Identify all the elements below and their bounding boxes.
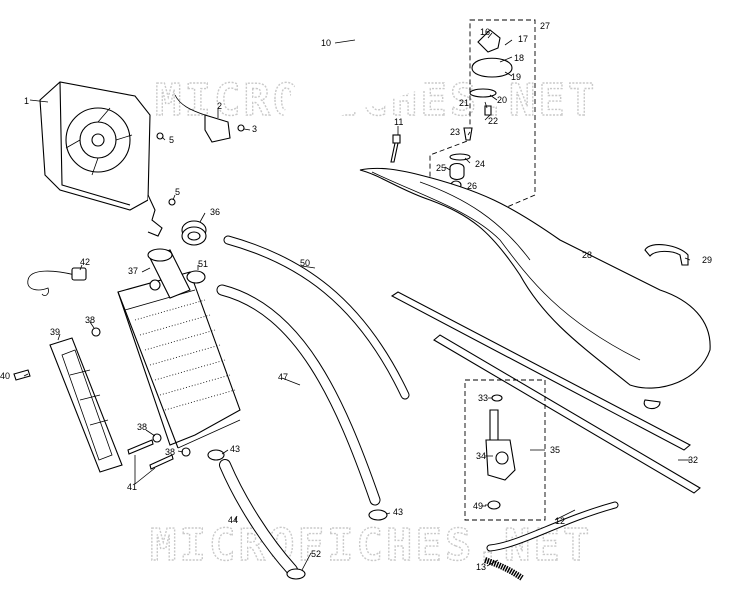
radiator-37 (117, 248, 241, 449)
callout-19: 19 (511, 72, 521, 82)
callout-10: 10 (321, 38, 331, 48)
leader-lines (23, 32, 691, 571)
strip-lower (433, 334, 701, 494)
tank-shell-inner (371, 171, 641, 361)
callout-23: 23 (450, 127, 460, 137)
callout-47: 47 (278, 372, 288, 382)
screw-icon (156, 132, 164, 140)
hose-47 (216, 284, 381, 506)
callout-17: 17 (518, 34, 528, 44)
callout-35: 35 (550, 445, 560, 455)
bolt-11 (390, 134, 401, 163)
bolt-41a (127, 439, 154, 455)
callout-36: 36 (210, 207, 220, 217)
callout-24: 24 (475, 159, 485, 169)
fuel-tap (485, 394, 516, 510)
callout-20: 20 (497, 95, 507, 105)
nut-icon (181, 447, 191, 457)
callout-1: 1 (24, 96, 29, 106)
callout-25: 25 (436, 163, 446, 173)
screw-icon (168, 198, 176, 206)
callout-50: 50 (300, 258, 310, 268)
callout-32: 32 (688, 455, 698, 465)
connector-42 (71, 267, 87, 281)
bolt-41b (149, 454, 174, 470)
callout-38c: 38 (165, 447, 175, 457)
spring-hose-13 (484, 557, 524, 581)
callout-11: 11 (394, 117, 403, 127)
radiator-core (134, 299, 236, 411)
callout-29: 29 (702, 255, 712, 265)
strip-upper (390, 291, 691, 451)
tank-nozzle (643, 399, 661, 410)
callout-12: 12 (555, 516, 565, 526)
bolt-40 (13, 369, 31, 381)
callout-22: 22 (488, 116, 498, 126)
callout-52: 52 (311, 549, 321, 559)
callout-49: 49 (473, 501, 483, 511)
callout-42: 42 (80, 257, 90, 267)
callout-27: 27 (540, 21, 550, 31)
callout-16: 16 (480, 27, 490, 37)
callout-38b: 38 (137, 422, 147, 432)
callout-44: 44 (228, 515, 238, 525)
callout-38a: 38 (85, 315, 95, 325)
fuel-tap-box (464, 379, 546, 521)
callout-2: 2 (217, 101, 222, 111)
fan-assembly (39, 81, 163, 237)
callout-39: 39 (50, 327, 60, 337)
callout-40: 40 (0, 371, 10, 381)
sensor-part (174, 94, 245, 143)
callout-13: 13 (476, 562, 486, 572)
callout-5a: 5 (169, 135, 174, 145)
callout-43b: 43 (393, 507, 403, 517)
callout-37: 37 (128, 266, 138, 276)
callout-34: 34 (476, 451, 486, 461)
wire-42 (27, 270, 76, 296)
callout-18: 18 (514, 53, 524, 63)
clamp-51 (186, 270, 206, 284)
callout-3: 3 (252, 124, 257, 134)
callout-41: 41 (127, 482, 137, 492)
callout-28: 28 (582, 250, 592, 260)
nut-icon (91, 327, 101, 337)
callout-33: 33 (478, 393, 488, 403)
callout-43a: 43 (230, 444, 240, 454)
tank-shell-28 (359, 167, 711, 389)
hose-10-inner (279, 34, 428, 138)
callout-5b: 5 (175, 187, 180, 197)
callout-51: 51 (198, 259, 208, 269)
watermark-bottom: MICROFICHES.NET (150, 520, 592, 571)
callout-26: 26 (467, 181, 477, 191)
callout-21: 21 (459, 98, 469, 108)
clamp-43a (207, 449, 225, 461)
cap-36 (181, 220, 207, 246)
clamp-52 (286, 568, 306, 580)
clamp-43b (368, 509, 388, 521)
handle-29 (644, 244, 689, 266)
